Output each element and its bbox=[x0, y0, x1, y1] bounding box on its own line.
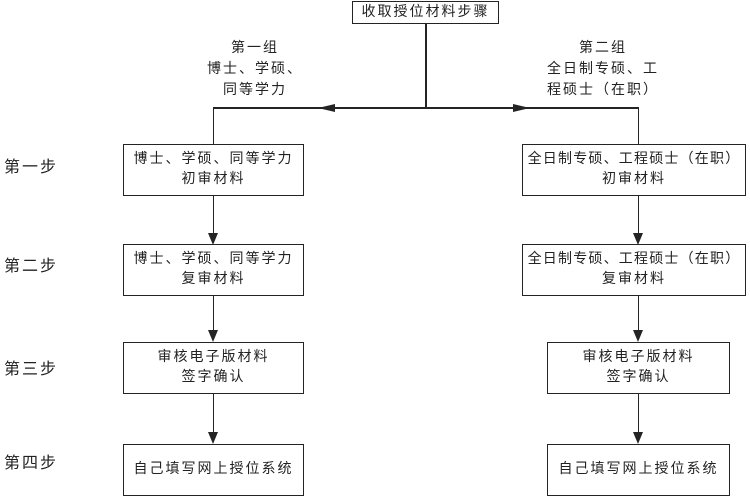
flow-box-left-2: 博士、学硕、同等学力 复审材料 bbox=[123, 244, 304, 296]
group-left-line1: 博士、学硕、 bbox=[207, 62, 303, 77]
step-label-1: 第一步 bbox=[4, 159, 59, 176]
group-left-name: 第一组 bbox=[231, 41, 279, 56]
step-label-4: 第四步 bbox=[4, 455, 59, 472]
flow-box-right-4-line1: 自己填写网上授位系统 bbox=[558, 462, 719, 477]
flow-box-left-3: 审核电子版材料 签字确认 bbox=[123, 342, 304, 394]
flow-box-left-2-line1: 博士、学硕、同等学力 bbox=[133, 252, 294, 267]
flow-box-left-3-line1: 审核电子版材料 bbox=[157, 350, 270, 365]
flow-box-right-3: 审核电子版材料 签字确认 bbox=[547, 342, 730, 394]
arrow-down-icon bbox=[633, 233, 643, 245]
right-connector-1-2 bbox=[637, 196, 639, 234]
arrow-right-icon bbox=[513, 104, 530, 112]
flow-box-right-3-line2: 签字确认 bbox=[606, 370, 671, 385]
title-stem-connector bbox=[425, 24, 427, 107]
flow-box-right-1-line1: 全日制专硕、工程硕士（在职） bbox=[527, 152, 741, 167]
left-branch-drop-connector bbox=[212, 107, 214, 144]
arrow-down-icon bbox=[208, 233, 218, 245]
group-right-name: 第二组 bbox=[579, 41, 627, 56]
right-branch-drop-connector bbox=[637, 107, 639, 144]
flow-box-right-4: 自己填写网上授位系统 bbox=[547, 444, 730, 496]
right-connector-2-3 bbox=[637, 296, 639, 331]
step-label-2: 第二步 bbox=[4, 258, 59, 275]
left-connector-3-4 bbox=[212, 394, 214, 433]
flow-box-left-3-line2: 签字确认 bbox=[181, 370, 246, 385]
flow-box-left-4: 自己填写网上授位系统 bbox=[123, 444, 304, 496]
arrow-down-icon bbox=[633, 432, 643, 444]
group-right-line2: 程硕士（在职） bbox=[547, 83, 659, 98]
group-right-line1: 全日制专硕、工 bbox=[547, 62, 659, 77]
group-left-line2: 同等学力 bbox=[223, 83, 287, 98]
flow-box-left-1-line1: 博士、学硕、同等学力 bbox=[133, 152, 294, 167]
flow-box-right-2-line2: 复审材料 bbox=[602, 272, 666, 287]
flow-box-left-4-line1: 自己填写网上授位系统 bbox=[133, 462, 294, 477]
flow-box-right-1: 全日制专硕、工程硕士（在职） 初审材料 bbox=[522, 144, 746, 196]
left-connector-2-3 bbox=[212, 296, 214, 331]
step-label-3: 第三步 bbox=[4, 361, 59, 378]
flow-box-right-3-line1: 审核电子版材料 bbox=[582, 350, 695, 365]
group-label-right: 第二组 全日制专硕、工 程硕士（在职） bbox=[523, 38, 683, 101]
flow-box-left-1-line2: 初审材料 bbox=[181, 172, 246, 187]
left-connector-1-2 bbox=[212, 196, 214, 234]
flow-box-left-2-line2: 复审材料 bbox=[181, 272, 246, 287]
flow-box-right-2-line1: 全日制专硕、工程硕士（在职） bbox=[527, 252, 741, 267]
right-connector-3-4 bbox=[637, 394, 639, 433]
flow-box-left-1: 博士、学硕、同等学力 初审材料 bbox=[123, 144, 304, 196]
flow-box-right-2: 全日制专硕、工程硕士（在职） 复审材料 bbox=[522, 244, 746, 296]
arrow-left-icon bbox=[318, 104, 335, 112]
flow-box-title: 收取授位材料步骤 bbox=[352, 1, 499, 24]
flow-box-right-1-line2: 初审材料 bbox=[602, 172, 666, 187]
arrow-down-icon bbox=[633, 330, 643, 342]
flow-title-text: 收取授位材料步骤 bbox=[361, 4, 490, 20]
arrow-down-icon bbox=[208, 432, 218, 444]
branch-connector bbox=[212, 107, 639, 109]
group-label-left: 第一组 博士、学硕、 同等学力 bbox=[185, 38, 325, 101]
arrow-down-icon bbox=[208, 330, 218, 342]
